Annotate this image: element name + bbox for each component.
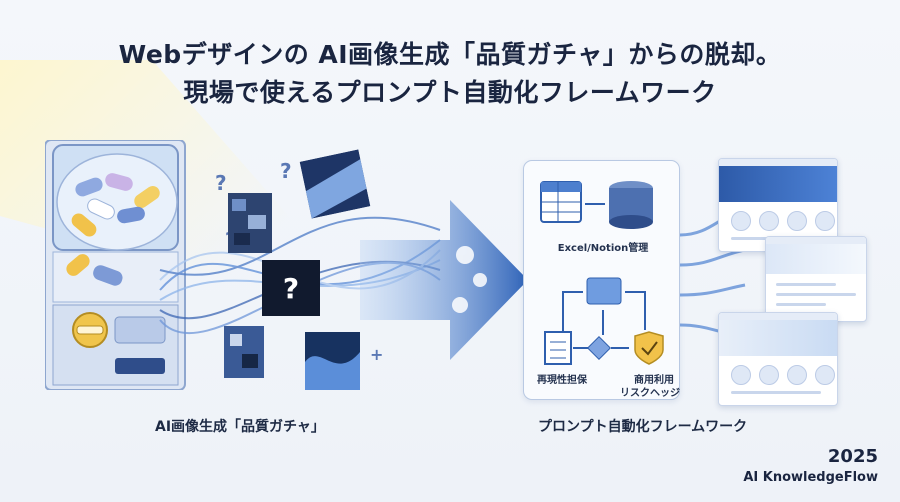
- glitch-image-3: [224, 326, 264, 378]
- reproducibility-label: 再現性担保: [537, 375, 587, 386]
- page-title: Webデザインの AI画像生成「品質ガチャ」からの脱却。 現場で使えるプロンプト…: [0, 36, 900, 112]
- svg-text:?: ?: [280, 159, 292, 183]
- excel-notion-label: Excel/Notion管理: [557, 243, 649, 254]
- brand-name: AI KnowledgeFlow: [743, 470, 878, 485]
- capsules: [71, 173, 160, 237]
- title-line-2: 現場で使えるプロンプト自動化フレームワーク: [183, 78, 717, 107]
- title-line-1: Webデザインの AI画像生成「品質ガチャ」からの脱却。: [118, 40, 782, 69]
- website-mockup-2: [765, 236, 867, 322]
- svg-text:?: ?: [215, 171, 227, 195]
- brand-year: 2025: [827, 446, 878, 467]
- gacha-machine-illustration: [45, 140, 186, 390]
- framework-caption: プロンプト自動化フレームワーク: [538, 419, 748, 435]
- commercial-use-label: 商用利用: [634, 375, 674, 386]
- transition-arrow: [360, 200, 528, 360]
- glitch-image-2: [299, 149, 371, 219]
- gacha-caption: AI画像生成「品質ガチャ」: [155, 419, 325, 435]
- svg-text:?: ?: [283, 272, 299, 305]
- risk-hedge-label: リスクヘッジ: [620, 388, 680, 399]
- wave-image: [305, 332, 360, 390]
- framework-diagram: [540, 181, 664, 365]
- question-image: ?: [262, 260, 320, 316]
- website-mockup-3: [718, 312, 838, 406]
- glitch-image-1: [228, 193, 272, 253]
- svg-text:+: +: [370, 345, 383, 364]
